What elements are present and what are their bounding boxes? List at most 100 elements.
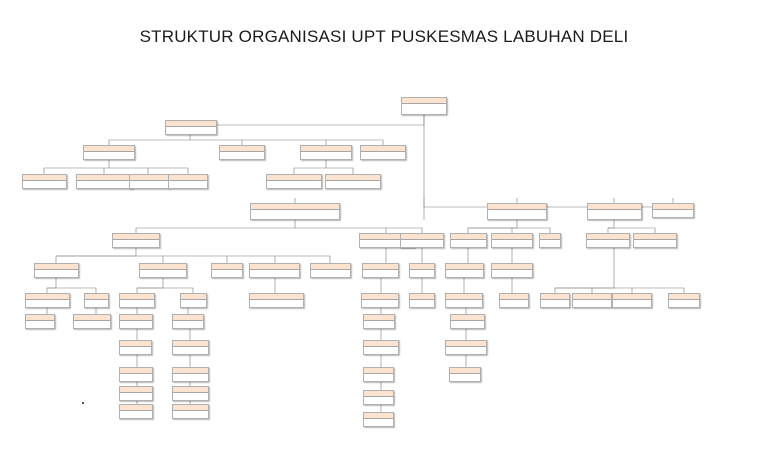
org-box	[362, 263, 399, 278]
connector-line	[163, 255, 228, 263]
org-box-heading	[540, 234, 560, 240]
org-box-heading	[669, 294, 699, 300]
org-box-heading	[120, 368, 152, 374]
org-box-heading	[212, 264, 242, 270]
org-box-heading	[173, 405, 208, 411]
org-box	[119, 367, 153, 382]
org-box-heading	[653, 204, 693, 210]
org-box-heading	[181, 294, 206, 300]
org-box-heading	[23, 175, 66, 181]
connector-line	[227, 255, 276, 263]
connector-line	[190, 139, 384, 145]
org-box	[445, 263, 484, 278]
org-box-heading	[364, 315, 394, 321]
org-box	[249, 293, 304, 308]
org-box-heading	[166, 121, 216, 127]
org-box	[300, 145, 352, 160]
org-box-heading	[130, 175, 168, 181]
org-box-heading	[446, 294, 482, 300]
connector-line	[423, 115, 694, 208]
org-box	[445, 293, 483, 308]
org-box-heading	[450, 368, 480, 374]
org-box-heading	[173, 368, 208, 374]
org-box-heading	[326, 175, 380, 181]
connector-line	[386, 227, 423, 233]
org-box	[668, 293, 700, 308]
org-box	[172, 404, 209, 419]
org-box	[34, 263, 79, 278]
org-box-heading	[220, 146, 264, 152]
org-box-heading	[500, 294, 528, 300]
org-box-heading	[451, 315, 484, 321]
org-box	[139, 263, 187, 278]
connector-line	[608, 227, 656, 233]
org-box-heading	[446, 264, 483, 270]
org-box-heading	[588, 204, 641, 210]
org-box-heading	[451, 234, 486, 240]
org-box	[499, 293, 529, 308]
org-box-heading	[492, 234, 532, 240]
org-box-heading	[410, 294, 434, 300]
org-box-heading	[35, 264, 78, 270]
org-box-heading	[587, 234, 629, 240]
org-box	[84, 293, 109, 308]
org-box-heading	[120, 294, 154, 300]
org-box-heading	[120, 387, 152, 393]
org-box-heading	[173, 315, 203, 321]
org-box	[112, 233, 160, 248]
org-box	[119, 386, 153, 401]
org-box	[612, 293, 652, 308]
connector-line	[275, 255, 331, 263]
org-box	[119, 293, 155, 308]
org-box-heading	[26, 315, 54, 321]
org-box	[180, 293, 207, 308]
org-box-heading	[74, 315, 110, 321]
org-box-heading	[634, 234, 676, 240]
org-box-heading	[362, 294, 398, 300]
org-box	[266, 174, 322, 189]
connector-line	[47, 287, 97, 293]
org-box-heading	[251, 204, 339, 210]
org-box	[172, 386, 209, 401]
org-box	[119, 314, 153, 329]
connector-line	[109, 167, 189, 174]
org-box-heading	[364, 368, 393, 374]
org-box-heading	[401, 234, 443, 240]
connector-line	[554, 248, 615, 293]
org-box-heading	[364, 341, 398, 347]
org-box	[449, 367, 481, 382]
org-box-heading	[140, 264, 186, 270]
org-box	[487, 203, 547, 220]
org-box-heading	[120, 405, 152, 411]
org-box	[539, 233, 561, 248]
connector-line	[46, 278, 57, 293]
org-box-heading	[573, 294, 611, 300]
org-box-heading	[446, 341, 486, 347]
org-box	[211, 263, 243, 278]
org-box	[409, 293, 435, 308]
connector-line	[136, 278, 164, 293]
org-box-heading	[250, 294, 303, 300]
org-box-heading	[364, 413, 393, 419]
connector-line	[135, 220, 296, 233]
org-box-heading	[26, 294, 69, 300]
org-box	[172, 340, 209, 355]
org-box-heading	[267, 175, 321, 181]
org-box-heading	[364, 391, 393, 397]
org-box	[572, 293, 612, 308]
org-box-heading	[360, 234, 414, 240]
org-box-heading	[541, 294, 569, 300]
org-box	[219, 145, 265, 160]
org-box	[165, 120, 217, 135]
stray-dot	[82, 402, 84, 404]
org-box	[652, 203, 694, 218]
org-box	[129, 174, 169, 189]
org-box	[401, 97, 447, 115]
org-box	[586, 233, 630, 248]
org-box-heading	[169, 175, 207, 181]
org-box-heading	[363, 264, 398, 270]
org-box	[400, 233, 444, 248]
org-box	[633, 233, 677, 248]
connector-line	[607, 220, 615, 233]
